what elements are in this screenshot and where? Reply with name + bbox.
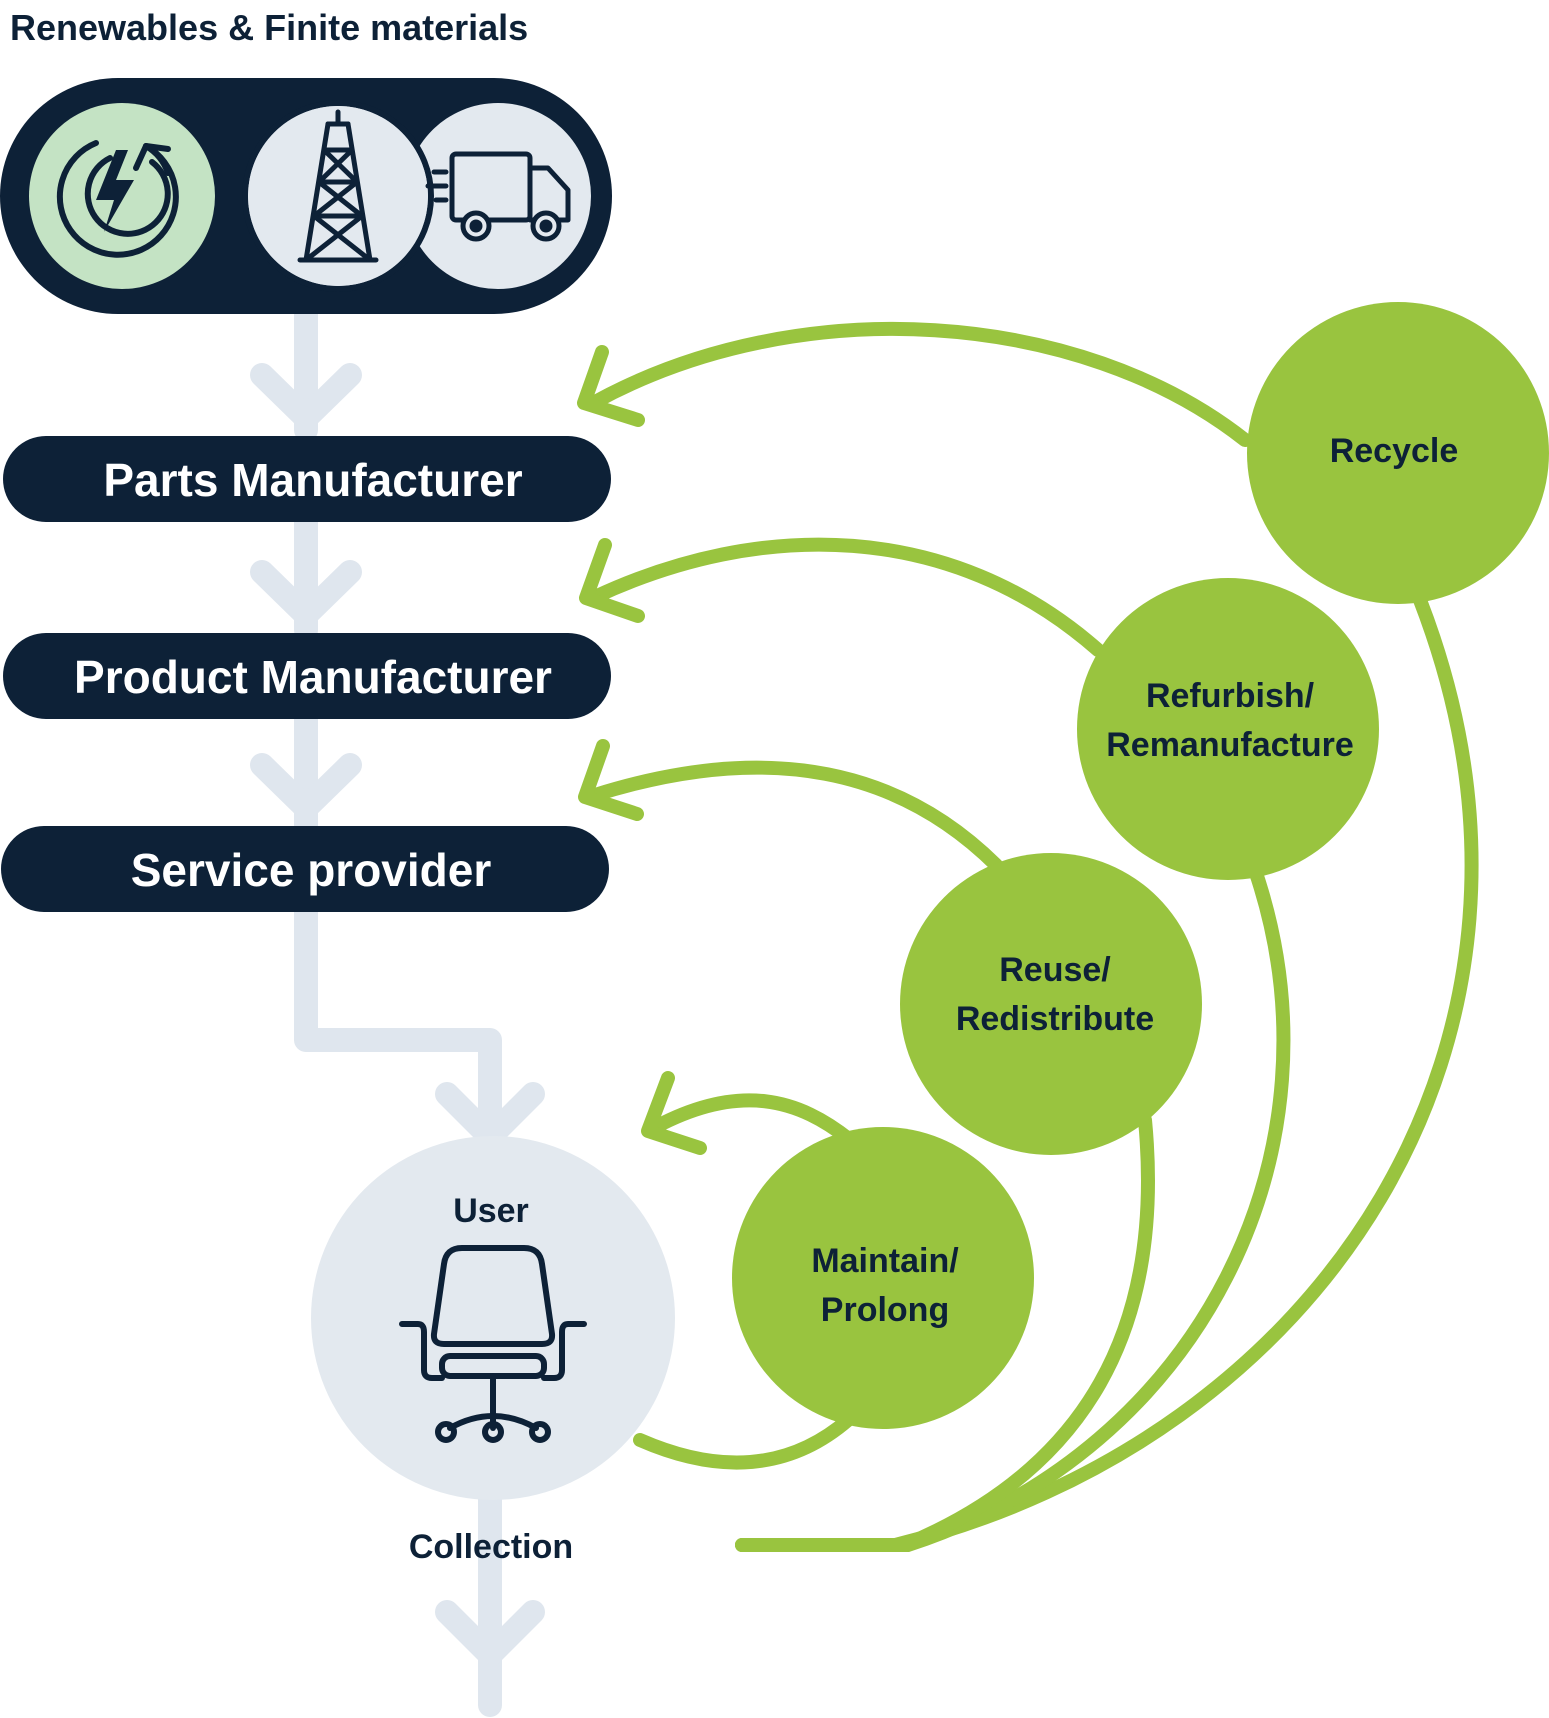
refurbish-return-arc [735,863,1291,1552]
transport-circle [405,103,591,289]
recycle-arrow [588,321,1252,447]
refurbish-node: Refurbish/ Remanufacture [1077,578,1379,880]
reuse-arrow [588,760,1003,872]
user-node: User [311,1136,675,1500]
recycle-arrowhead [577,345,645,427]
product-manufacturer-bar: Product Manufacturer [3,633,611,719]
recycle-node: Recycle [1247,302,1549,604]
maintain-arrow [643,1093,857,1147]
refurbish-arrowhead [579,538,645,623]
reuse-return-arc [735,1113,1155,1552]
refurbish-arrow [588,537,1105,657]
flow-line-4 [294,898,502,1152]
recycle-return-arc [735,593,1479,1552]
renewable-energy-icon [56,140,179,258]
linear-flow [250,288,545,1717]
oil-derrick-icon [297,109,379,263]
reuse-label-line1: Reuse/ [999,951,1111,989]
loop-arrows [577,321,1252,1155]
diagram-title: Renewables & Finite materials [10,7,528,48]
collection-label: Collection [409,1528,573,1566]
source-materials-group [0,78,612,314]
maintain-return-arc [633,1413,855,1470]
flow-arrowhead-2 [250,560,362,627]
product-manufacturer-label: Product Manufacturer [74,651,552,703]
maintain-arrowhead [641,1071,707,1155]
maintain-label-line2: Prolong [821,1291,949,1329]
flow-arrowhead-5 [435,1600,545,1667]
service-provider-label: Service provider [131,844,492,896]
refurbish-label-line1: Refurbish/ [1146,677,1315,715]
parts-manufacturer-bar: Parts Manufacturer [3,436,611,522]
user-label: User [453,1192,529,1230]
refurbish-label-line2: Remanufacture [1106,726,1354,764]
office-chair-icon [399,1245,587,1443]
finite-circle-divider [242,100,434,292]
flow-arrowhead-3 [250,753,362,820]
delivery-truck-icon [425,151,571,242]
reuse-label-line2: Redistribute [956,1000,1154,1038]
flow-arrowhead-1 [250,363,362,430]
maintain-label-line1: Maintain/ [811,1242,959,1280]
parts-manufacturer-label: Parts Manufacturer [103,454,522,506]
recycle-label: Recycle [1330,432,1459,470]
reuse-node: Reuse/ Redistribute [900,853,1202,1155]
reuse-arrowhead [578,739,644,821]
loop-arcs [633,593,1479,1552]
service-provider-bar: Service provider [1,826,609,912]
maintain-node: Maintain/ Prolong [732,1127,1034,1429]
